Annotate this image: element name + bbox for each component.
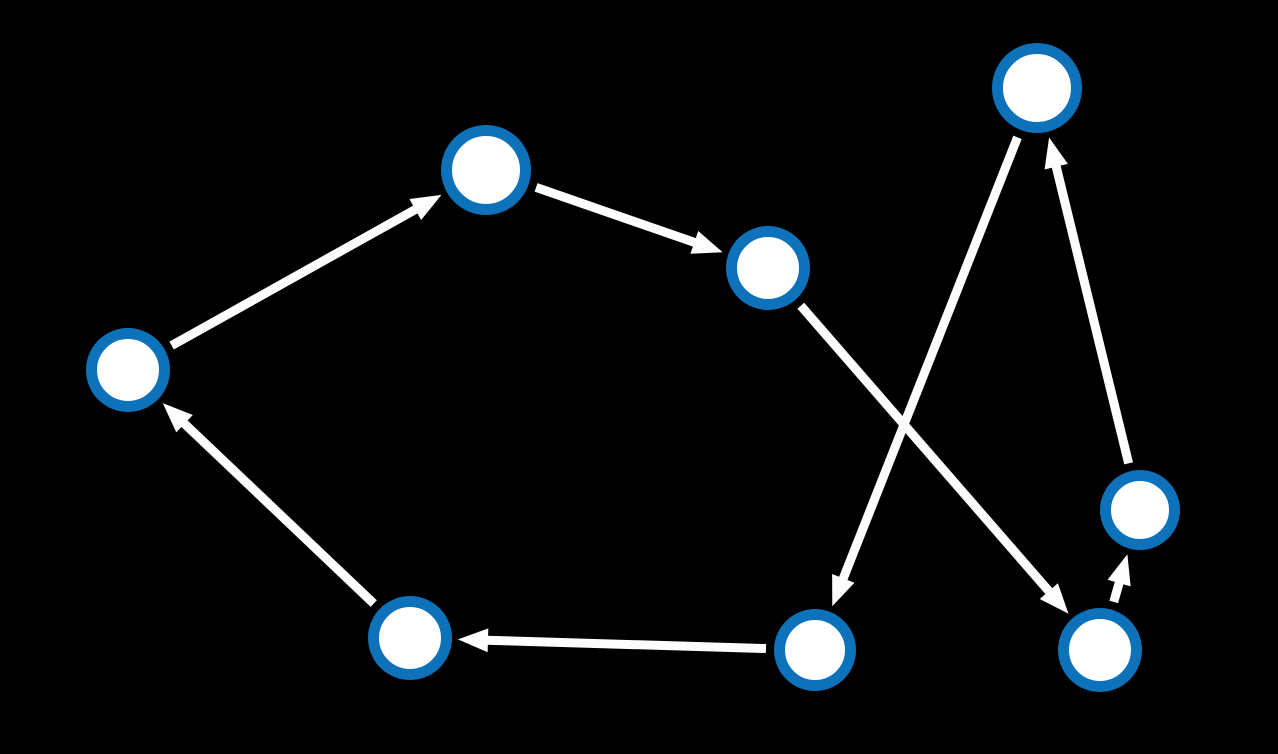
edge-arrowhead (1044, 137, 1068, 170)
node-n1[interactable] (86, 328, 170, 412)
edge-e1[interactable] (169, 194, 442, 350)
edge-e4[interactable] (832, 135, 1022, 607)
edge-shaft (797, 302, 1054, 596)
edge-e7[interactable] (457, 628, 767, 654)
edge-e2[interactable] (534, 183, 723, 254)
edge-shaft (1109, 579, 1124, 604)
edge-shaft (485, 635, 767, 654)
edge-e8[interactable] (162, 403, 377, 607)
edge-shaft (534, 183, 698, 248)
node-circle[interactable] (1058, 608, 1142, 692)
edge-arrowhead (832, 573, 855, 607)
nodes-layer (86, 43, 1180, 692)
node-circle[interactable] (441, 125, 531, 215)
node-n6[interactable] (1058, 608, 1142, 692)
edge-shaft (838, 135, 1022, 582)
edge-arrowhead (1039, 583, 1069, 614)
node-circle[interactable] (86, 328, 170, 412)
node-circle[interactable] (992, 43, 1082, 133)
node-circle[interactable] (1100, 470, 1180, 550)
node-circle[interactable] (774, 609, 856, 691)
edges-layer (162, 135, 1133, 654)
edge-shaft (169, 204, 420, 350)
edge-e6[interactable] (1107, 554, 1131, 604)
node-n4[interactable] (992, 43, 1082, 133)
node-n2[interactable] (441, 125, 531, 215)
edge-arrowhead (457, 628, 489, 653)
edge-arrowhead (409, 194, 442, 220)
edge-arrowhead (162, 403, 193, 433)
node-circle[interactable] (726, 226, 810, 310)
node-n8[interactable] (368, 596, 452, 680)
edge-e3[interactable] (797, 302, 1069, 614)
node-n7[interactable] (774, 609, 856, 691)
node-n5[interactable] (1100, 470, 1180, 550)
edge-shaft (1051, 163, 1133, 465)
node-circle[interactable] (368, 596, 452, 680)
edge-arrowhead (1107, 554, 1131, 587)
node-n3[interactable] (726, 226, 810, 310)
edge-e5[interactable] (1044, 137, 1133, 465)
edge-arrowhead (690, 231, 723, 254)
edge-shaft (179, 419, 377, 607)
